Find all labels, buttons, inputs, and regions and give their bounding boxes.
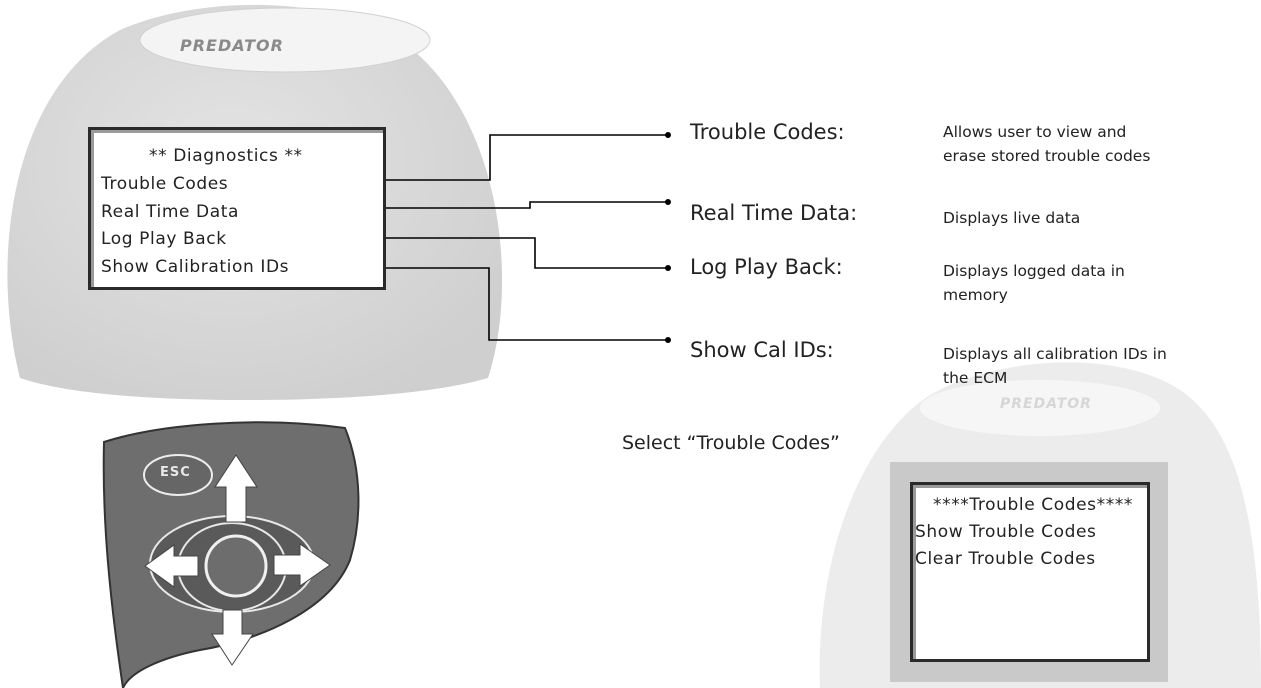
main-screen-title: ** Diagnostics ** bbox=[149, 146, 303, 166]
submenu-item-clear-trouble-codes[interactable]: Clear Trouble Codes bbox=[915, 549, 1096, 569]
instruction-text: Select “Trouble Codes” bbox=[622, 432, 840, 454]
feature-desc-log-play-back: Displays logged data in memory bbox=[943, 262, 1125, 304]
esc-label[interactable]: ESC bbox=[160, 465, 191, 480]
down-arrow-icon bbox=[211, 609, 254, 666]
submenu-logo-plate bbox=[920, 380, 1160, 436]
submenu-item-show-trouble-codes[interactable]: Show Trouble Codes bbox=[915, 522, 1097, 542]
connector-lines bbox=[362, 134, 668, 341]
feature-desc-show-cal-ids: Displays all calibration IDs in the ECM bbox=[943, 345, 1167, 387]
feature-name-real-time-data: Real Time Data: bbox=[690, 201, 858, 225]
menu-item-trouble-codes[interactable]: Trouble Codes bbox=[101, 174, 229, 194]
device-logo: PREDATOR bbox=[180, 36, 284, 55]
submenu-title: ****Trouble Codes**** bbox=[933, 495, 1134, 515]
submenu-logo: PREDATOR bbox=[1000, 396, 1092, 412]
submenu-screen: ****Trouble Codes**** Show Trouble Codes… bbox=[910, 482, 1150, 662]
feature-name-show-cal-ids: Show Cal IDs: bbox=[690, 338, 834, 362]
menu-item-show-calibration-ids[interactable]: Show Calibration IDs bbox=[101, 257, 290, 277]
feature-name-trouble-codes: Trouble Codes: bbox=[690, 120, 845, 144]
menu-item-log-play-back[interactable]: Log Play Back bbox=[101, 229, 227, 249]
main-screen: ** Diagnostics ** Trouble Codes Real Tim… bbox=[88, 127, 386, 290]
left-arrow-icon bbox=[144, 544, 199, 588]
logo-plate bbox=[139, 7, 431, 73]
feature-desc-trouble-codes: Allows user to view and erase stored tro… bbox=[943, 123, 1151, 165]
connector-dots bbox=[665, 132, 671, 343]
esc-button bbox=[143, 454, 213, 496]
menu-item-real-time-data[interactable]: Real Time Data bbox=[101, 202, 240, 222]
feature-desc-real-time-data: Displays live data bbox=[943, 209, 1081, 227]
up-arrow-icon bbox=[214, 454, 258, 523]
right-arrow-icon bbox=[273, 543, 331, 587]
feature-name-log-play-back: Log Play Back: bbox=[690, 255, 843, 279]
center-button bbox=[204, 534, 268, 598]
